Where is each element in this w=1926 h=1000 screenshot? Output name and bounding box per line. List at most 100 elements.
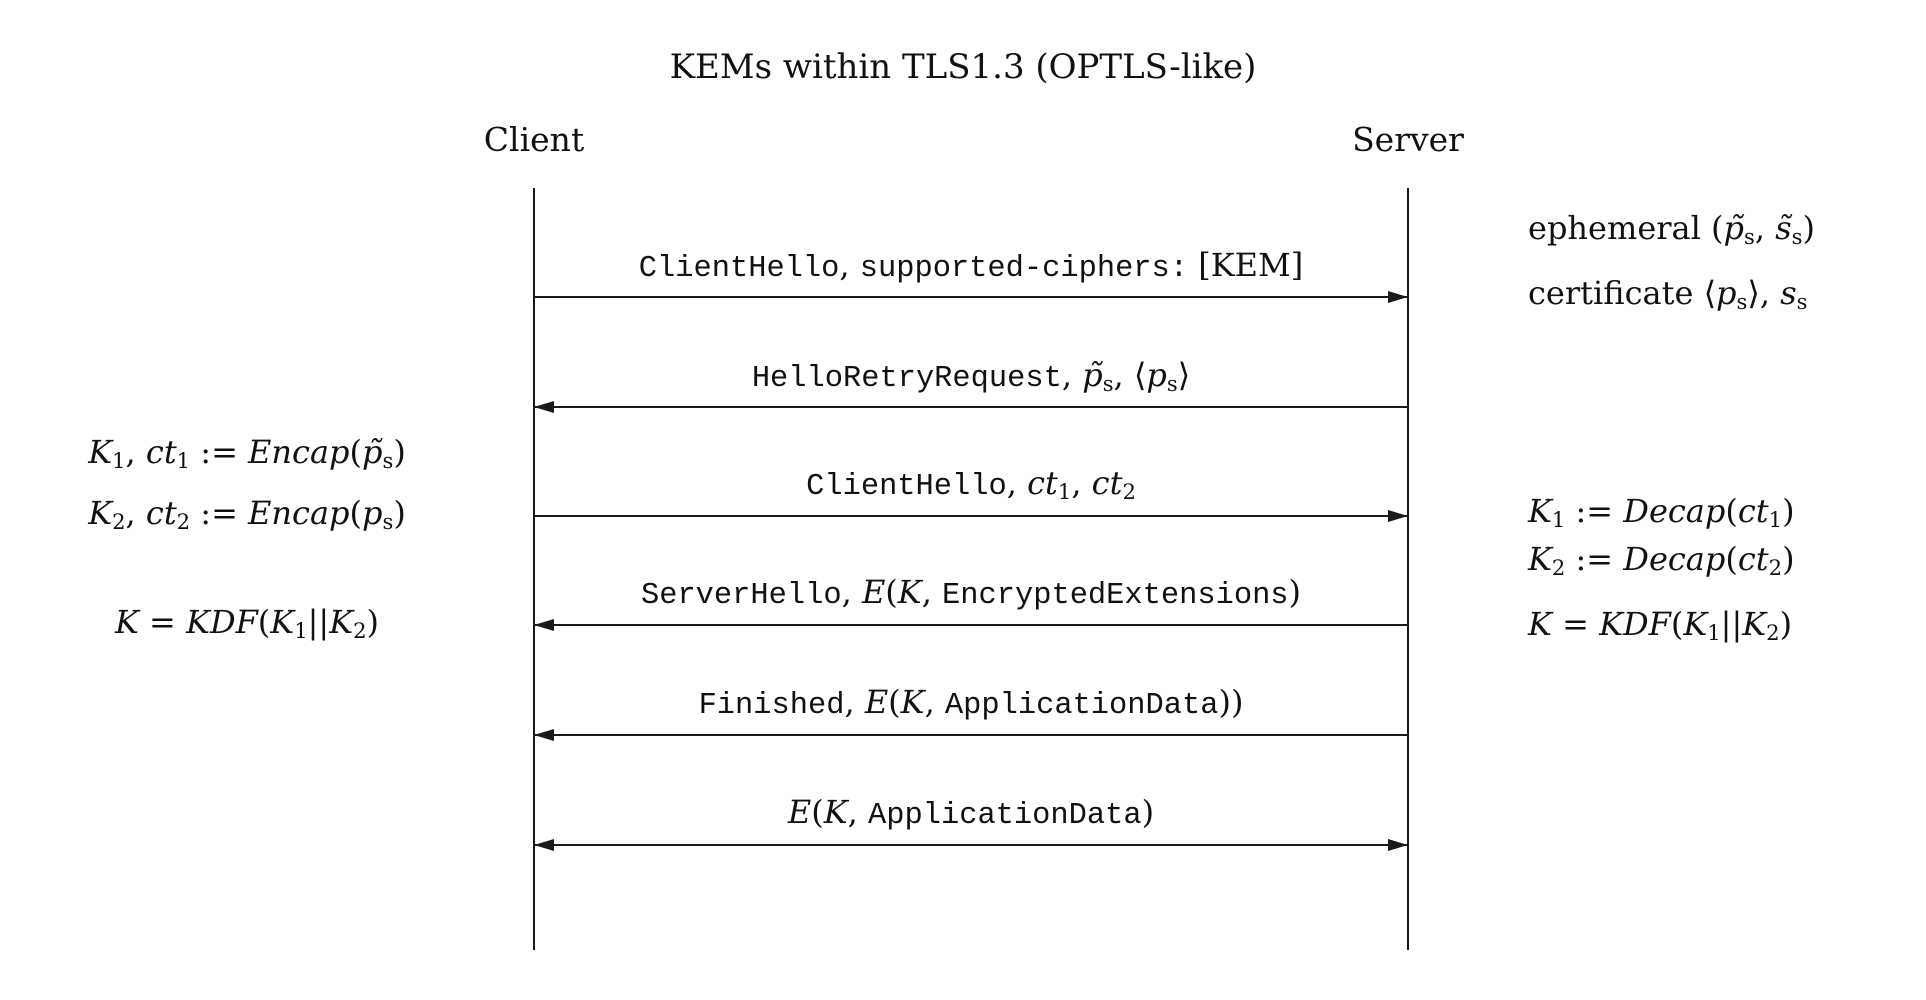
text-segment: 1 xyxy=(1707,620,1721,646)
text-segment: K xyxy=(823,793,848,831)
text-segment: K xyxy=(88,494,113,532)
text-segment: , xyxy=(125,494,146,532)
actor-label-client: Client xyxy=(483,120,585,159)
text-segment: ) xyxy=(1141,793,1155,831)
text-segment: )) xyxy=(1218,683,1244,721)
message-label-client-hello-1: ClientHello, supported-ciphers: [KEM] xyxy=(534,243,1408,291)
text-segment: K xyxy=(1742,605,1767,643)
note-server-ephemeral: ephemeral (p̃s, s̃s) xyxy=(1528,206,1815,259)
text-segment: , xyxy=(839,246,860,284)
text-segment: || xyxy=(1720,605,1743,643)
text-segment: Decap xyxy=(1623,540,1726,578)
text-segment: ) xyxy=(1782,492,1795,530)
arrowhead-left-icon xyxy=(534,618,554,631)
lifeline-client xyxy=(533,188,535,950)
arrowhead-left-icon xyxy=(534,400,554,413)
arrowhead-right-icon xyxy=(1388,290,1408,303)
text-segment: K xyxy=(1528,540,1552,578)
text-segment: ) xyxy=(393,494,406,532)
text-segment: 2 xyxy=(112,509,126,535)
note-server-decap-2: K2 := Decap(ct2) xyxy=(1528,537,1795,590)
arrowhead-left-icon xyxy=(534,728,554,741)
text-segment: 2 xyxy=(353,618,367,644)
arrowhead-right-icon xyxy=(1388,509,1408,522)
text-segment: ( xyxy=(349,433,362,471)
message-label-finished: Finished, E(K, ApplicationData)) xyxy=(534,680,1408,728)
text-segment: s xyxy=(382,448,394,474)
text-segment: ) xyxy=(1288,573,1302,611)
message-arrow-client-hello-1 xyxy=(534,290,1408,303)
text-segment: E xyxy=(787,793,812,831)
text-segment: s xyxy=(1791,224,1803,250)
text-segment: := xyxy=(1565,540,1624,578)
text-segment: , xyxy=(1071,464,1092,502)
text-segment: , xyxy=(921,573,943,611)
text-segment: Decap xyxy=(1623,492,1726,530)
text-segment: ClientHello xyxy=(806,470,1007,504)
text-segment: ct xyxy=(1737,492,1769,530)
text-segment: , xyxy=(1061,356,1083,394)
text-segment: 2 xyxy=(1768,555,1783,581)
text-segment: s xyxy=(382,509,394,535)
text-segment: HelloRetryRequest xyxy=(751,362,1062,396)
text-segment: s xyxy=(1796,289,1808,315)
text-segment: ( xyxy=(888,683,901,721)
text-segment: 1 xyxy=(176,448,191,474)
text-segment: s xyxy=(1780,274,1797,312)
text-segment: s̃ xyxy=(1775,209,1792,247)
arrowhead-left-icon xyxy=(534,838,554,851)
text-segment: s xyxy=(1736,289,1748,315)
message-arrow-client-hello-2 xyxy=(534,509,1408,522)
text-segment: := xyxy=(1565,492,1624,530)
text-segment: 1 xyxy=(1057,479,1072,505)
text-segment: p̃ xyxy=(1723,209,1744,247)
text-segment: 1 xyxy=(294,618,308,644)
text-segment: = xyxy=(1551,605,1600,643)
text-segment: , xyxy=(847,793,869,831)
text-segment: 1 xyxy=(1551,507,1566,533)
note-server-kdf: K = KDF(K1||K2) xyxy=(1528,602,1792,655)
text-segment: = xyxy=(138,603,187,641)
text-segment: ( xyxy=(349,494,362,532)
text-segment: 1 xyxy=(112,448,126,474)
text-segment: K xyxy=(88,433,113,471)
text-segment: 1 xyxy=(1768,507,1783,533)
text-segment: p xyxy=(1716,274,1737,312)
text-segment: K xyxy=(900,683,925,721)
text-segment: ApplicationData xyxy=(944,689,1219,723)
text-segment: 2 xyxy=(176,509,191,535)
text-segment: ClientHello xyxy=(638,252,840,286)
text-segment: 2 xyxy=(1766,620,1780,646)
lifeline-server xyxy=(1407,188,1409,950)
actor-label-server: Server xyxy=(1352,120,1464,159)
message-label-application-data: E(K, ApplicationData) xyxy=(534,790,1408,838)
text-segment: certificate xyxy=(1528,274,1704,312)
text-segment: ct xyxy=(1027,464,1058,502)
text-segment: p xyxy=(361,494,383,532)
message-label-client-hello-2: ClientHello, ct1, ct2 xyxy=(534,461,1408,514)
text-segment: ) xyxy=(1779,605,1793,643)
text-segment: K xyxy=(1528,492,1552,530)
text-segment: ephemeral ( xyxy=(1528,209,1724,247)
text-segment: p xyxy=(1146,356,1167,394)
text-segment: , xyxy=(1759,274,1781,312)
message-arrow-finished xyxy=(534,728,1408,741)
text-segment: K xyxy=(897,573,922,611)
text-segment: ( xyxy=(1725,492,1738,530)
text-segment: p̃ xyxy=(361,433,383,471)
text-segment: ApplicationData xyxy=(868,799,1142,833)
text-segment: K xyxy=(329,603,354,641)
message-label-hello-retry-request: HelloRetryRequest, p̃s, ⟨ps⟩ xyxy=(534,353,1408,406)
text-segment: p̃ xyxy=(1082,356,1103,394)
text-segment: K xyxy=(1528,605,1552,643)
text-segment: ( xyxy=(1725,540,1738,578)
text-segment: 2 xyxy=(1551,555,1566,581)
note-server-decap-1: K1 := Decap(ct1) xyxy=(1528,489,1795,542)
message-arrow-application-data xyxy=(534,838,1408,851)
text-segment: , xyxy=(1113,356,1134,394)
text-segment: ⟩ xyxy=(1177,356,1191,394)
text-segment: E xyxy=(861,573,886,611)
text-segment: [KEM] xyxy=(1188,246,1304,284)
text-segment: ct xyxy=(145,494,177,532)
